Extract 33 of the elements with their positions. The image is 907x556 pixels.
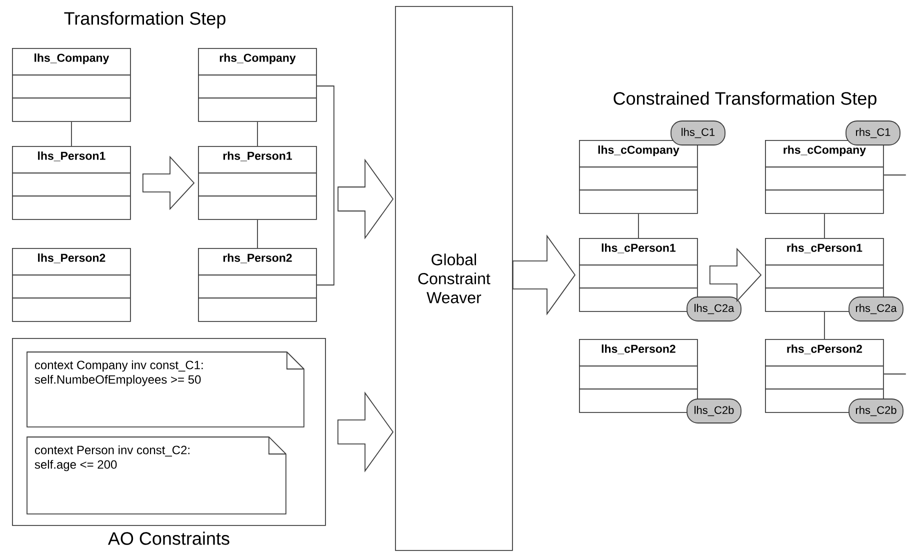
block-arrow — [512, 234, 576, 316]
process-box: Global Constraint Weaver — [395, 6, 513, 551]
connector-line — [71, 121, 72, 146]
connector-line — [883, 174, 906, 176]
class-box: lhs_Company — [12, 48, 131, 122]
class-box: rhs_cCompany — [764, 140, 884, 214]
block-arrow — [142, 156, 195, 210]
connector-line — [257, 121, 258, 146]
block-arrow — [338, 158, 394, 240]
connector-line — [316, 86, 334, 286]
note-box: context Company inv const_C1: self.NumbeOfEmployees >= 50 — [26, 352, 304, 428]
group-title: AO Constraints — [108, 532, 230, 545]
class-box: rhs_Person1 — [198, 146, 317, 220]
connector-line — [638, 213, 639, 238]
constraint-pill: rhs_C1 — [846, 120, 900, 146]
constraint-pill: rhs_C2a — [848, 296, 904, 322]
note-box: context Person inv const_C2: self.age <= 200 — [26, 436, 286, 514]
connector-line — [824, 311, 825, 340]
section-title: Transformation Step — [64, 12, 226, 28]
class-box: lhs_Person1 — [12, 146, 131, 220]
constraint-pill: lhs_C2a — [686, 296, 742, 322]
constraint-pill: rhs_C2b — [848, 398, 904, 424]
class-box: lhs_Person2 — [12, 248, 131, 322]
block-arrow — [709, 248, 762, 302]
constraint-pill: lhs_C1 — [670, 120, 726, 146]
constraint-pill: lhs_C2b — [686, 398, 742, 424]
class-box: lhs_cCompany — [578, 140, 698, 214]
class-box: rhs_Person2 — [198, 248, 317, 322]
block-arrow — [337, 392, 394, 472]
connector-line — [257, 219, 258, 248]
class-box: rhs_Company — [198, 48, 317, 122]
section-title: Constrained Transformation Step — [614, 92, 876, 108]
connector-line — [824, 213, 825, 238]
